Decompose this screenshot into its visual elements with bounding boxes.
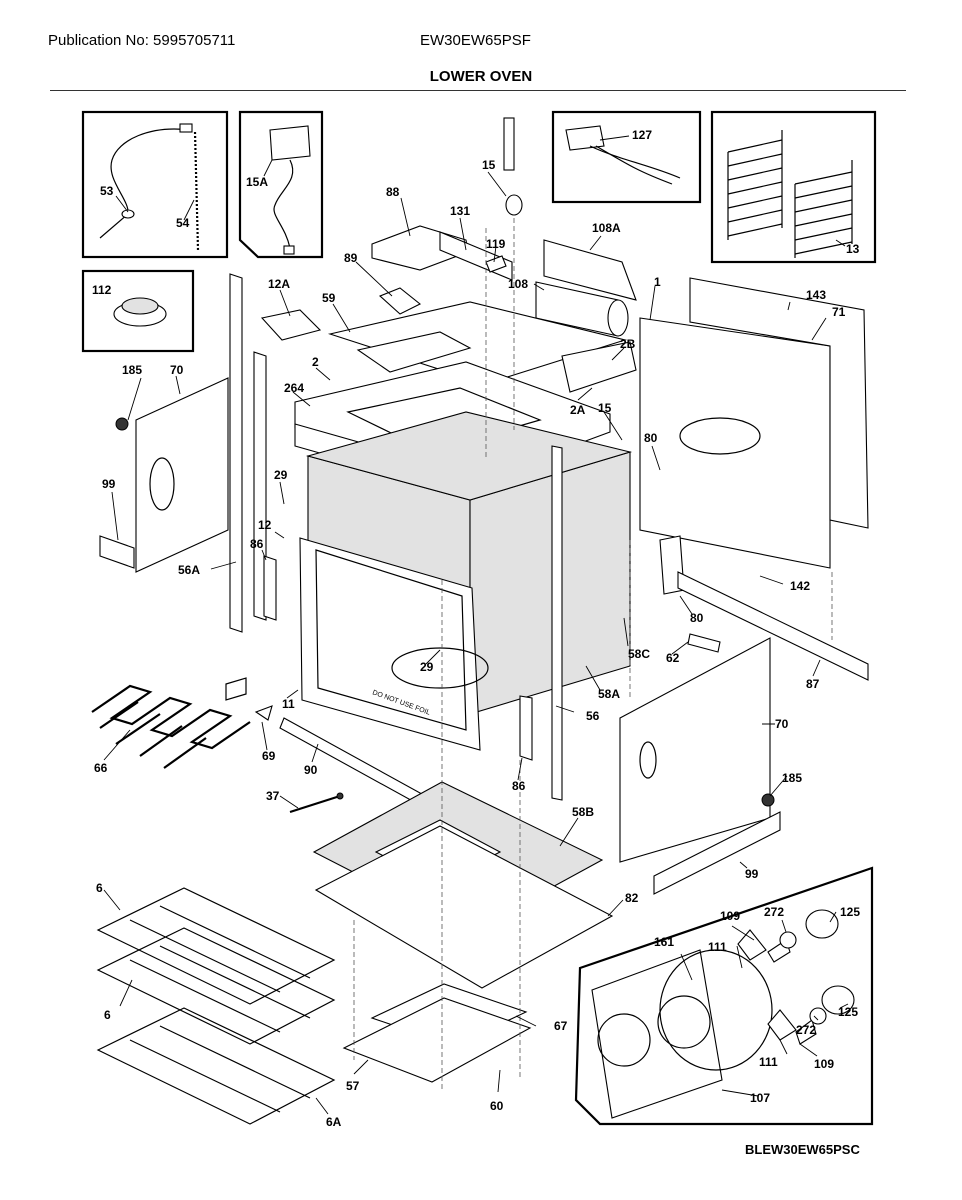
inset-box-thermostat bbox=[81, 269, 195, 353]
part-label-56A: 56A bbox=[178, 563, 200, 577]
part-label-90: 90 bbox=[304, 763, 318, 777]
part-label-70-left: 70 bbox=[170, 363, 184, 377]
part-label-6-lower: 6 bbox=[104, 1008, 111, 1022]
convection-fan-inset bbox=[574, 866, 874, 1126]
part-label-15-right: 15 bbox=[598, 401, 612, 415]
part-label-12A: 12A bbox=[268, 277, 290, 291]
part-label-62: 62 bbox=[666, 651, 680, 665]
part-label-87: 87 bbox=[806, 677, 820, 691]
right-side-parts bbox=[619, 277, 869, 895]
part-label-6-upper: 6 bbox=[96, 881, 103, 895]
inset-box-light bbox=[238, 110, 324, 259]
part-label-127: 127 bbox=[632, 128, 652, 142]
part-label-107: 107 bbox=[750, 1091, 770, 1105]
inset-box-probe bbox=[81, 110, 229, 259]
part-label-82: 82 bbox=[625, 891, 639, 905]
part-label-2A: 2A bbox=[570, 403, 586, 417]
part-label-12: 12 bbox=[258, 518, 272, 532]
title-divider bbox=[50, 90, 906, 91]
part-label-109-lower: 109 bbox=[814, 1057, 834, 1071]
left-side-parts bbox=[99, 273, 563, 801]
part-label-119: 119 bbox=[486, 237, 506, 251]
part-labels: 53 54 15A 15 127 13 131 88 119 108A 108 … bbox=[92, 128, 860, 1129]
top-parts bbox=[260, 117, 637, 341]
part-label-108: 108 bbox=[508, 277, 528, 291]
part-label-60: 60 bbox=[490, 1099, 504, 1113]
part-label-15A: 15A bbox=[246, 175, 268, 189]
part-label-6A: 6A bbox=[326, 1115, 342, 1129]
oven-cavity: DO NOT USE FOIL bbox=[299, 411, 633, 751]
part-label-99-left: 99 bbox=[102, 477, 116, 491]
part-label-15-top: 15 bbox=[482, 158, 496, 172]
part-label-37: 37 bbox=[266, 789, 280, 803]
alignment-lines bbox=[353, 218, 833, 1090]
part-label-59: 59 bbox=[322, 291, 336, 305]
part-label-56: 56 bbox=[586, 709, 600, 723]
part-label-161: 161 bbox=[654, 935, 674, 949]
part-label-86-right: 86 bbox=[512, 779, 526, 793]
part-label-29-upper: 29 bbox=[274, 468, 288, 482]
part-label-53: 53 bbox=[100, 184, 114, 198]
leader-lines bbox=[103, 135, 849, 1115]
model-number: EW30EW65PSF bbox=[420, 32, 531, 49]
part-label-109-upper: 109 bbox=[720, 909, 740, 923]
part-label-131: 131 bbox=[450, 204, 470, 218]
inset-box-sensor bbox=[551, 110, 702, 204]
part-label-111-upper: 111 bbox=[708, 940, 727, 954]
part-label-66: 66 bbox=[94, 761, 108, 775]
part-label-69: 69 bbox=[262, 749, 276, 763]
part-label-108A: 108A bbox=[592, 221, 621, 235]
part-label-71: 71 bbox=[832, 305, 846, 319]
part-label-2: 2 bbox=[312, 355, 319, 369]
part-label-185-left: 185 bbox=[122, 363, 142, 377]
part-label-99-right: 99 bbox=[745, 867, 759, 881]
part-label-2B: 2B bbox=[620, 337, 636, 351]
part-label-86-left: 86 bbox=[250, 537, 264, 551]
part-label-29-cavity: 29 bbox=[420, 660, 434, 674]
part-label-1: 1 bbox=[654, 275, 661, 289]
publication-number: Publication No: 5995705711 bbox=[48, 32, 236, 49]
part-label-143: 143 bbox=[806, 288, 826, 302]
part-label-125-upper: 125 bbox=[840, 905, 860, 919]
diagram-code: BLEW30EW65PSC bbox=[745, 1142, 860, 1157]
part-label-70-right: 70 bbox=[775, 717, 789, 731]
part-label-58C: 58C bbox=[628, 647, 650, 661]
part-label-89: 89 bbox=[344, 251, 358, 265]
part-label-88: 88 bbox=[386, 185, 400, 199]
part-label-125-lower: 125 bbox=[838, 1005, 858, 1019]
part-label-13: 13 bbox=[846, 242, 860, 256]
part-label-11: 11 bbox=[282, 697, 295, 711]
bottom-parts bbox=[96, 781, 614, 1125]
part-label-272-lower: 272 bbox=[796, 1023, 816, 1037]
part-label-264: 264 bbox=[284, 381, 304, 395]
part-label-142: 142 bbox=[790, 579, 810, 593]
part-label-112: 112 bbox=[92, 283, 112, 297]
inset-box-rack-supports bbox=[710, 110, 877, 264]
part-label-67: 67 bbox=[554, 1019, 568, 1033]
part-label-111-lower: 111 bbox=[759, 1055, 778, 1069]
part-label-58B: 58B bbox=[572, 805, 594, 819]
part-label-80-lower: 80 bbox=[690, 611, 704, 625]
part-label-272-upper: 272 bbox=[764, 905, 784, 919]
part-label-80-upper: 80 bbox=[644, 431, 658, 445]
page-title: LOWER OVEN bbox=[429, 68, 533, 85]
part-label-54: 54 bbox=[176, 216, 190, 230]
part-label-185-right: 185 bbox=[782, 771, 802, 785]
part-label-57: 57 bbox=[346, 1079, 360, 1093]
part-label-58A: 58A bbox=[598, 687, 620, 701]
